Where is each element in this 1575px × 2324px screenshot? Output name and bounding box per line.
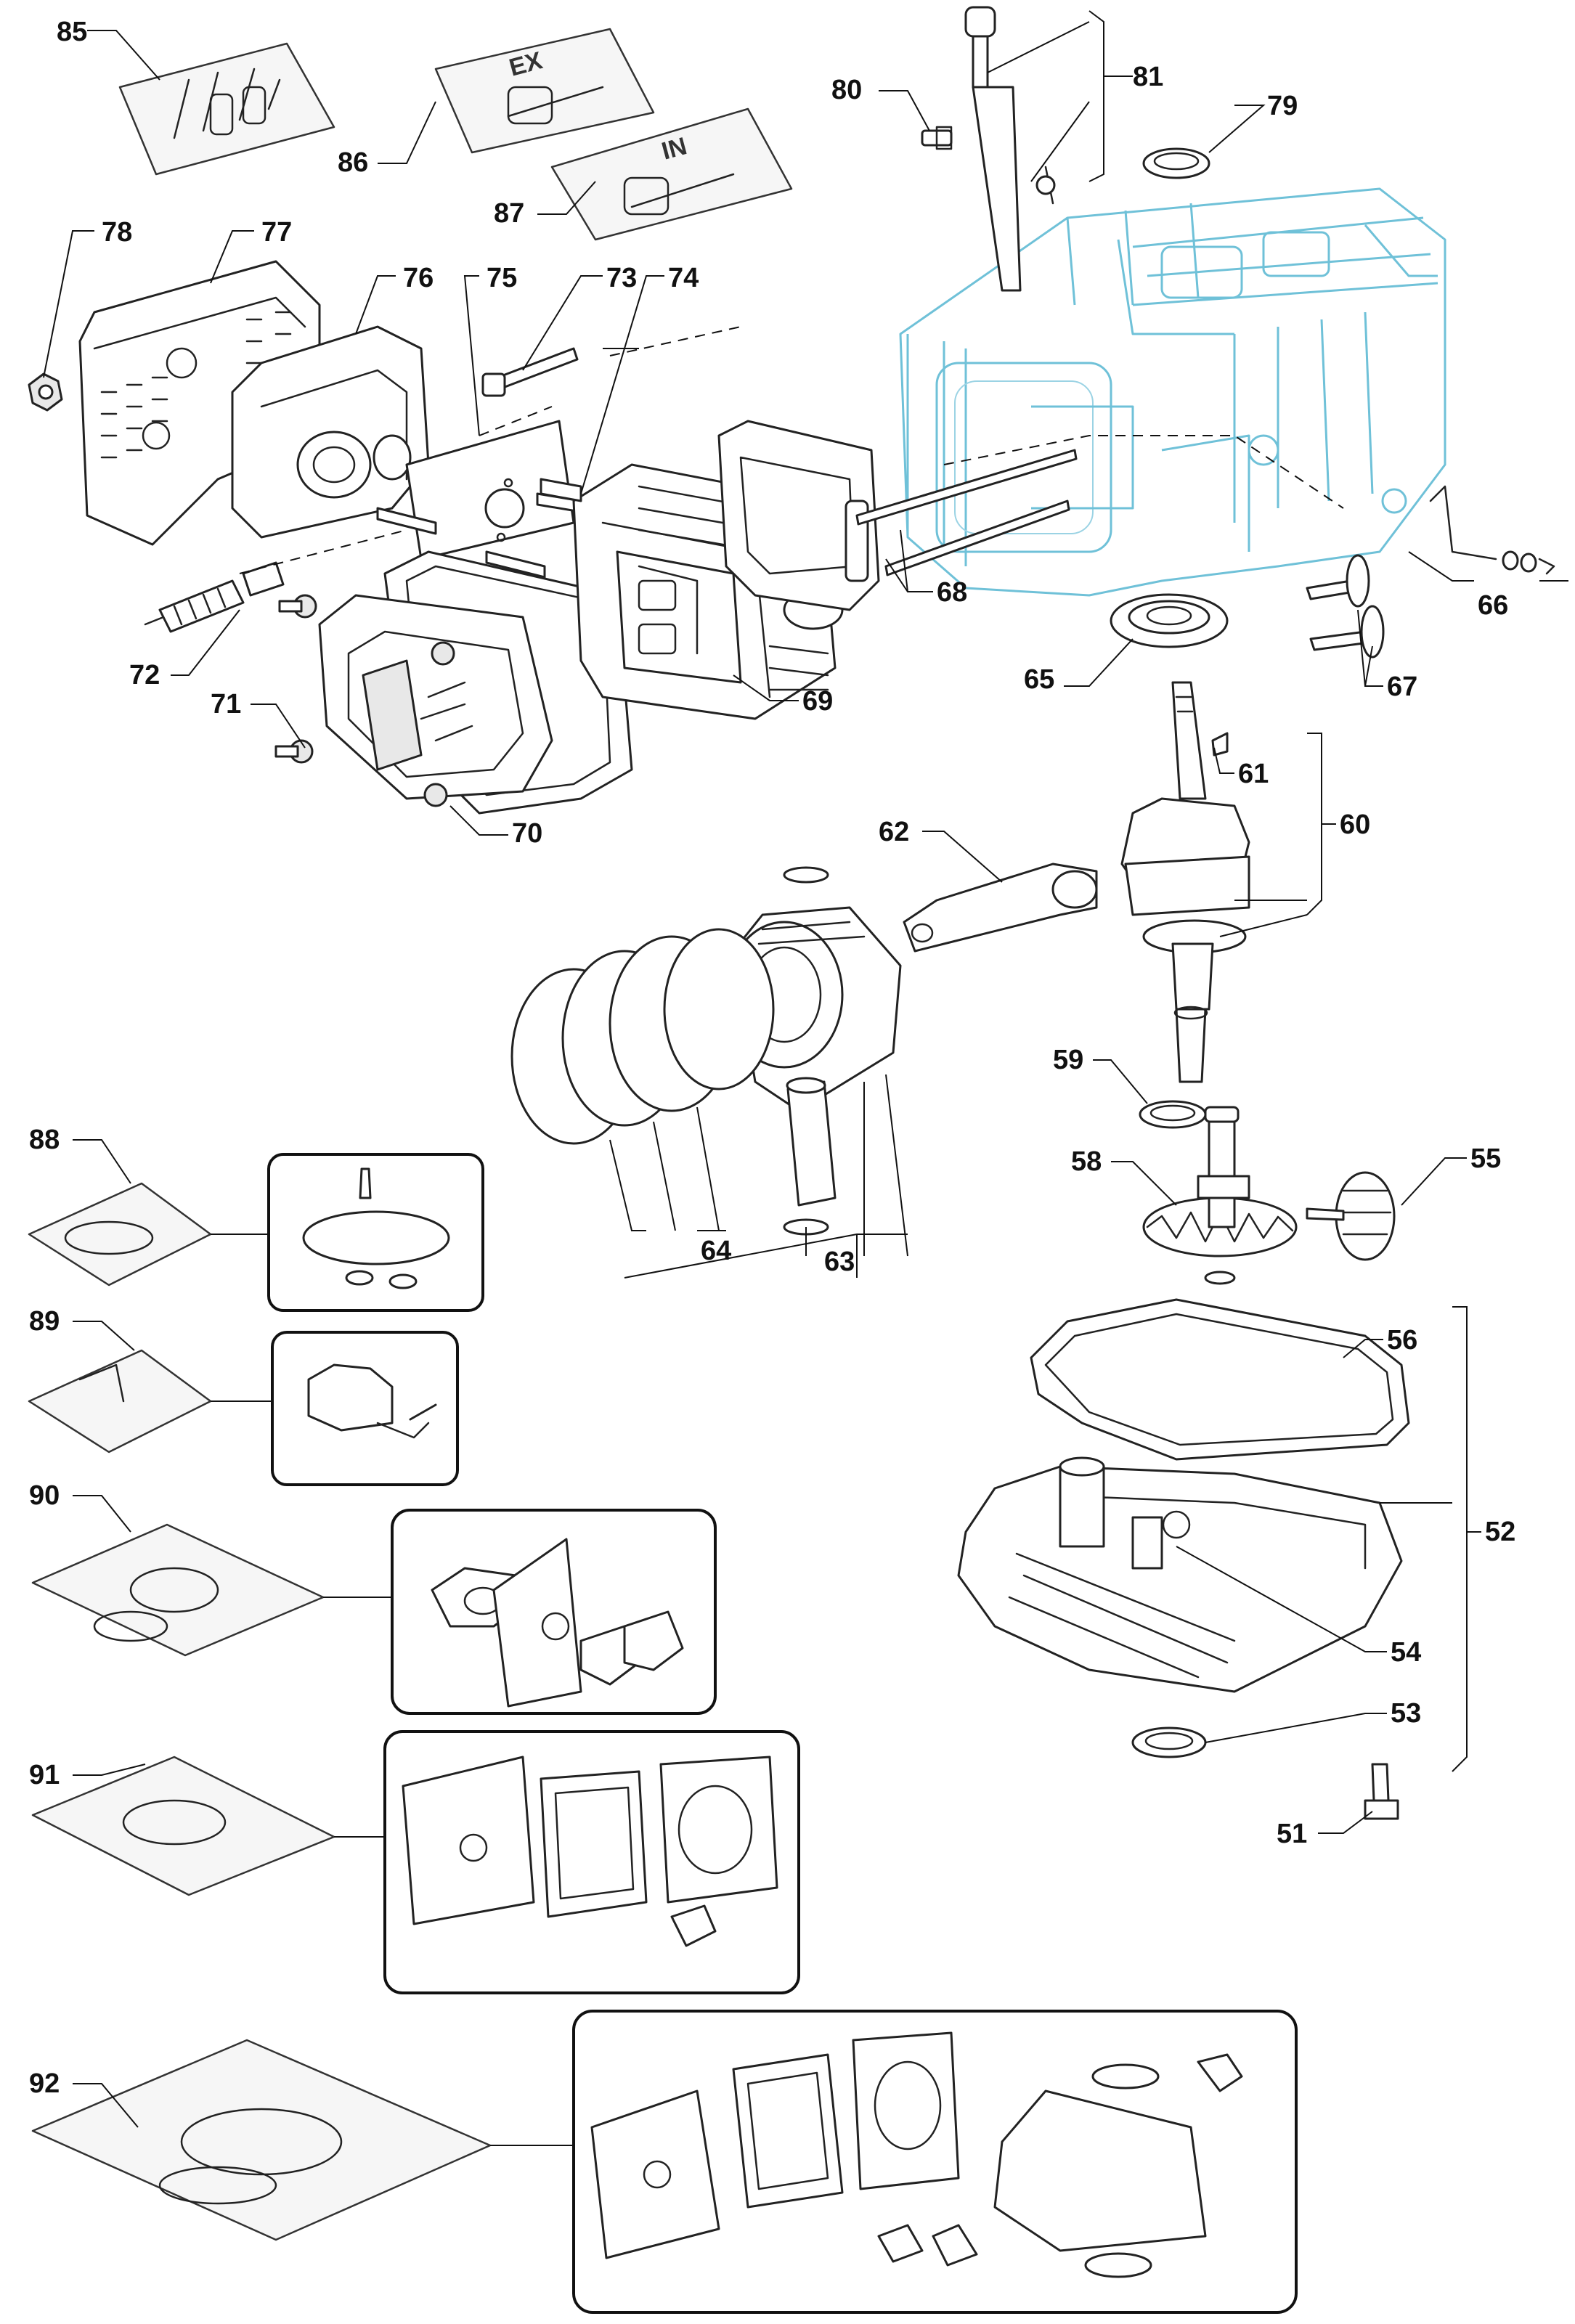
key-61 bbox=[1211, 732, 1229, 757]
thrust-washer-59 bbox=[1139, 1100, 1207, 1129]
kit-detail-90-parts bbox=[431, 1538, 684, 1708]
valve-spring-kit-bag bbox=[118, 42, 335, 176]
callout-63: 63 bbox=[824, 1247, 855, 1277]
callout-77: 77 bbox=[261, 217, 292, 248]
spark-plug bbox=[144, 561, 285, 633]
connecting-rod bbox=[903, 863, 1098, 953]
kit-detail-88-parts bbox=[302, 1167, 450, 1289]
oil-seal-79 bbox=[1142, 147, 1210, 179]
callout-52: 52 bbox=[1485, 1517, 1515, 1547]
sump-gasket bbox=[1030, 1298, 1410, 1461]
valve-cover-bolts bbox=[274, 594, 455, 807]
kit-bag-88 bbox=[28, 1182, 212, 1287]
callout-75: 75 bbox=[487, 263, 517, 293]
sump-cover bbox=[957, 1456, 1403, 1693]
callout-71: 71 bbox=[211, 689, 241, 719]
head-gasket bbox=[717, 420, 880, 611]
kit-bag-90 bbox=[31, 1523, 325, 1657]
main-bearing bbox=[1110, 593, 1229, 648]
camshaft bbox=[1142, 1106, 1298, 1285]
callout-76: 76 bbox=[403, 263, 434, 293]
callout-78: 78 bbox=[102, 217, 132, 248]
callout-53: 53 bbox=[1391, 1698, 1421, 1729]
bolt-51 bbox=[1364, 1763, 1399, 1820]
callout-67: 67 bbox=[1387, 672, 1417, 702]
callout-92: 92 bbox=[29, 2068, 60, 2099]
kit-detail-91-parts bbox=[402, 1756, 778, 1947]
dashed-alignment-lines bbox=[239, 326, 1344, 574]
pushrods bbox=[855, 449, 1078, 576]
muffler-studs bbox=[376, 492, 582, 579]
callout-86: 86 bbox=[338, 147, 368, 178]
leader-lines bbox=[43, 10, 1568, 2146]
callout-62: 62 bbox=[879, 817, 909, 847]
callout-55: 55 bbox=[1470, 1143, 1501, 1174]
intake-valve-bag: IN bbox=[550, 107, 793, 241]
callout-89: 89 bbox=[29, 1306, 60, 1337]
oil-seal-53 bbox=[1131, 1726, 1207, 1758]
engine-block-outline bbox=[899, 187, 1446, 597]
kit-bag-91 bbox=[31, 1756, 335, 1896]
callout-66: 66 bbox=[1478, 590, 1508, 621]
callout-61: 61 bbox=[1238, 759, 1269, 789]
kit-bag-89 bbox=[28, 1349, 212, 1453]
stud-73 bbox=[481, 347, 579, 397]
kit-detail-92-parts bbox=[590, 2031, 1243, 2278]
callout-51: 51 bbox=[1277, 1819, 1307, 1849]
callout-90: 90 bbox=[29, 1480, 60, 1511]
head-bolt-74 bbox=[540, 478, 582, 502]
callout-74: 74 bbox=[668, 263, 699, 293]
callout-69: 69 bbox=[802, 686, 833, 717]
callout-73: 73 bbox=[606, 263, 637, 293]
piston-pin bbox=[786, 1077, 837, 1207]
callout-80: 80 bbox=[831, 75, 862, 105]
callout-70: 70 bbox=[512, 818, 542, 849]
callout-54: 54 bbox=[1391, 1637, 1421, 1668]
crankshaft bbox=[1120, 681, 1250, 1083]
callout-labels: 85 86 87 80 81 79 78 77 76 75 73 74 72 7… bbox=[29, 17, 1515, 2099]
callout-87: 87 bbox=[494, 198, 524, 229]
callout-68: 68 bbox=[937, 577, 967, 608]
kit-bag-92 bbox=[31, 2039, 492, 2241]
callout-60: 60 bbox=[1340, 810, 1370, 840]
callout-58: 58 bbox=[1071, 1146, 1102, 1177]
callout-56: 56 bbox=[1387, 1325, 1417, 1355]
callout-81: 81 bbox=[1133, 62, 1163, 92]
oil-filler-tube bbox=[964, 6, 1056, 292]
callout-79: 79 bbox=[1267, 91, 1298, 121]
callout-91: 91 bbox=[29, 1760, 60, 1790]
callout-64: 64 bbox=[701, 1236, 731, 1266]
piston-rings bbox=[510, 928, 775, 1145]
exhaust-valve-bag: EX bbox=[434, 28, 655, 154]
governor-assembly bbox=[1306, 1171, 1396, 1261]
callout-88: 88 bbox=[29, 1125, 60, 1155]
kit-detail-89-parts bbox=[307, 1363, 437, 1439]
valve-cover bbox=[318, 594, 553, 800]
callout-65: 65 bbox=[1024, 664, 1054, 695]
callout-85: 85 bbox=[57, 17, 87, 47]
valve-tappets bbox=[1306, 554, 1385, 659]
callout-59: 59 bbox=[1053, 1045, 1083, 1075]
bolt-80 bbox=[921, 126, 953, 150]
nut-78 bbox=[28, 372, 63, 412]
muffler-gasket bbox=[405, 420, 575, 560]
governor-linkage bbox=[1429, 485, 1555, 575]
callout-72: 72 bbox=[129, 660, 160, 690]
